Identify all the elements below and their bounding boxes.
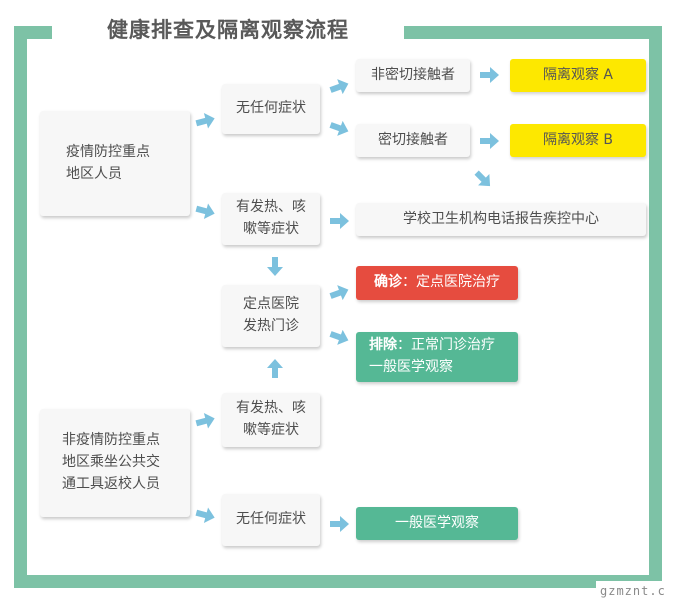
arrow-right-icon [328,326,350,348]
no-symptoms-label-2: 无任何症状 [236,511,306,528]
close-contact-label: 密切接触者 [378,131,448,148]
isolation-a-box: 隔离观察 A [510,59,646,92]
excluded-detail: ：正常门诊治疗 一般医学观察 [369,337,495,375]
epidemic-area-box: 疫情防控重点 地区人员 [40,111,190,216]
arrow-right-icon [478,130,500,152]
excluded-text: 排除：正常门诊治疗 一般医学观察 [369,335,495,378]
confirmed-label: 确诊 [374,274,402,291]
general-observation-label: 一般医学观察 [395,514,479,531]
non-close-contact-box: 非密切接触者 [356,59,470,92]
no-symptoms-box-2: 无任何症状 [222,494,320,546]
title-background [52,10,404,46]
page-title: 健康排查及隔离观察流程 [107,18,349,42]
arrow-up-icon [264,358,286,380]
epidemic-area-label: 疫情防控重点 地区人员 [66,143,150,182]
general-observation-box: 一般医学观察 [356,507,518,540]
excluded-label: 排除 [369,337,397,354]
non-close-contact-label: 非密切接触者 [371,66,455,83]
no-symptoms-box-1: 无任何症状 [222,84,320,134]
confirmed-text: 确诊：定点医院治疗 [374,272,500,294]
school-report-box: 学校卫生机构电话报告疾控中心 [356,203,646,236]
arrow-down-icon [264,255,286,277]
arrow-right-icon [194,110,216,132]
isolation-a-label: 隔离观察 A [542,66,614,83]
isolation-b-box: 隔离观察 B [510,124,646,157]
arrow-down-right-icon [472,168,494,190]
fever-cough-box-1: 有发热、咳 嗽等症状 [222,193,320,245]
designated-clinic-label: 定点医院 发热门诊 [243,296,299,334]
arrow-right-icon [328,76,350,98]
fever-cough-label-2: 有发热、咳 嗽等症状 [236,400,306,438]
designated-clinic-box: 定点医院 发热门诊 [222,285,320,347]
watermark: gzmznt.c [596,581,692,601]
no-symptoms-label-1: 无任何症状 [236,100,306,117]
confirmed-detail: ：定点医院治疗 [402,274,500,291]
arrow-right-icon [328,210,350,232]
isolation-b-label: 隔离观察 B [542,131,614,148]
school-report-label: 学校卫生机构电话报告疾控中心 [403,210,599,227]
arrow-right-icon [328,282,350,304]
arrow-right-icon [194,200,216,222]
arrow-right-icon [194,410,216,432]
arrow-right-icon [194,504,216,526]
excluded-box: 排除：正常门诊治疗 一般医学观察 [356,332,518,382]
arrow-right-icon [328,513,350,535]
fever-cough-label-1: 有发热、咳 嗽等症状 [236,199,306,237]
close-contact-box: 密切接触者 [356,124,470,157]
non-epidemic-area-box: 非疫情防控重点 地区乘坐公共交 通工具返校人员 [40,409,190,517]
arrow-right-icon [478,64,500,86]
confirmed-box: 确诊：定点医院治疗 [356,266,518,300]
arrow-right-icon [328,117,350,139]
fever-cough-box-2: 有发热、咳 嗽等症状 [222,393,320,447]
non-epidemic-area-label: 非疫情防控重点 地区乘坐公共交 通工具返校人员 [62,432,160,492]
